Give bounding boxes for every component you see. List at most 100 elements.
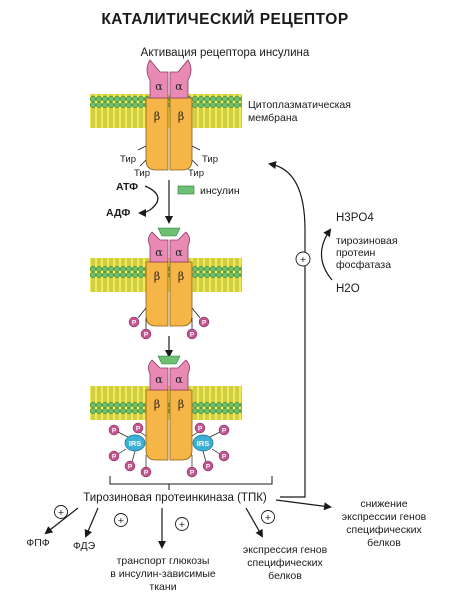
beta-subunit-right <box>169 261 193 327</box>
adp-label: АДФ <box>106 207 130 219</box>
alpha-subunit-right <box>169 59 192 99</box>
phospho-group: P <box>202 460 214 472</box>
tyrosine-label: Тир <box>120 154 136 165</box>
tpk-bracket <box>109 476 273 485</box>
plus-sign: + <box>54 505 68 519</box>
beta-label: β <box>178 270 184 283</box>
beta-subunit-left <box>145 261 169 327</box>
phosphatase-arrow <box>320 228 333 281</box>
insulin-label: инсулин <box>200 185 240 197</box>
effect-suppression: белков <box>367 537 401 549</box>
phosphatase-label: фосфатаза <box>336 259 391 271</box>
atp-label: АТФ <box>116 181 138 193</box>
phospho-group: P <box>128 316 140 328</box>
svg-text:P: P <box>128 464 133 471</box>
plus-sign: + <box>261 510 275 524</box>
svg-text:P: P <box>112 454 117 461</box>
beta-label: β <box>154 270 160 283</box>
alpha-label: α <box>155 80 163 93</box>
phospho-group: P <box>218 450 230 462</box>
svg-text:P: P <box>132 320 137 327</box>
effect-glucose: в инсулин-зависимые <box>110 568 216 580</box>
irs-label: IRS <box>197 439 210 448</box>
svg-text:+: + <box>118 515 124 527</box>
phospho-group: P <box>140 466 152 478</box>
alpha-label: α <box>175 80 183 93</box>
beta-subunit-left <box>145 97 169 171</box>
effect-arrow-fde <box>84 507 99 538</box>
tyrosine-label: Тир <box>202 154 218 165</box>
alpha-subunit-left <box>148 359 169 391</box>
effect-expression: экспрессия генов <box>243 544 328 556</box>
phosphatase-label: протеин <box>336 247 376 259</box>
beta-subunit-left <box>145 389 169 461</box>
phospho-group: P <box>186 328 198 340</box>
effect-arrow-fpf <box>44 507 79 535</box>
membrane-label: Цитоплазматическая <box>248 99 351 111</box>
phospho-group: P <box>218 424 230 436</box>
diagram-title: КАТАЛИТИЧЕСКИЙ РЕЦЕПТОР <box>101 10 348 28</box>
insulin-glyph <box>177 185 195 195</box>
effect-arrow-suppression <box>275 499 332 511</box>
alpha-subunit-right <box>169 231 190 263</box>
receptor-stage-3: α α β β IRS IRS P P P P P P P P P P <box>90 355 242 478</box>
svg-text:P: P <box>206 464 211 471</box>
feedback-arrow <box>268 161 306 498</box>
alpha-subunit-left <box>148 231 169 263</box>
alpha-label: α <box>155 246 163 259</box>
receptor-stage-1: α α β β Тир Тир Тир Тир <box>90 59 242 179</box>
insulin-glyph <box>157 355 181 365</box>
effect-expression: специфических <box>247 557 323 569</box>
svg-text:P: P <box>136 426 141 433</box>
alpha-label: α <box>175 246 183 259</box>
h3po4-label: H3PO4 <box>336 212 374 224</box>
membrane-label: мембрана <box>248 112 298 124</box>
h2o-label: H2O <box>336 283 360 295</box>
phosphatase-label: тирозиновая <box>336 235 398 247</box>
phospho-group: P <box>108 450 120 462</box>
alpha-subunit-right <box>169 359 190 391</box>
effect-suppression: экспрессии генов <box>342 511 427 523</box>
effect-expression: белков <box>268 570 302 582</box>
phospho-group: P <box>124 460 136 472</box>
svg-text:+: + <box>179 519 185 531</box>
receptor-stage-2: α α β β P P P P <box>90 227 242 340</box>
beta-label: β <box>154 110 160 123</box>
effect-suppression: специфических <box>346 524 422 536</box>
beta-subunit-right <box>169 389 193 461</box>
phospho-group: P <box>186 466 198 478</box>
svg-text:P: P <box>198 426 203 433</box>
effect-fde: ФДЭ <box>73 540 96 552</box>
phospho-group: P <box>132 422 144 434</box>
tpk-label: Тирозиновая протеинкиназа (ТПК) <box>83 492 267 504</box>
effect-suppression: снижение <box>360 498 407 510</box>
plus-sign: + <box>114 513 128 527</box>
effect-arrow-expression <box>245 507 263 538</box>
plus-sign: + <box>175 517 189 531</box>
alpha-label: α <box>175 373 183 386</box>
beta-subunit-right <box>169 97 193 171</box>
tyrosine-label: Тир <box>134 168 150 179</box>
svg-text:P: P <box>222 428 227 435</box>
svg-text:P: P <box>144 470 149 477</box>
atp-to-adp-arrow <box>138 185 159 217</box>
effect-glucose: ткани <box>149 581 176 593</box>
alpha-subunit-left <box>146 59 169 99</box>
alpha-label: α <box>155 373 163 386</box>
effect-fpf: ФПФ <box>26 537 50 549</box>
svg-text:P: P <box>202 320 207 327</box>
phospho-group: P <box>194 422 206 434</box>
phospho-group: P <box>108 424 120 436</box>
svg-text:P: P <box>144 332 149 339</box>
svg-text:P: P <box>222 454 227 461</box>
irs-label: IRS <box>129 439 142 448</box>
phospho-group: P <box>140 328 152 340</box>
svg-text:P: P <box>190 332 195 339</box>
plus-sign <box>295 251 311 267</box>
svg-text:P: P <box>190 470 195 477</box>
plus-label: + <box>300 254 306 266</box>
effect-glucose: транспорт глюкозы <box>117 555 210 567</box>
beta-label: β <box>178 398 184 411</box>
beta-label: β <box>154 398 160 411</box>
